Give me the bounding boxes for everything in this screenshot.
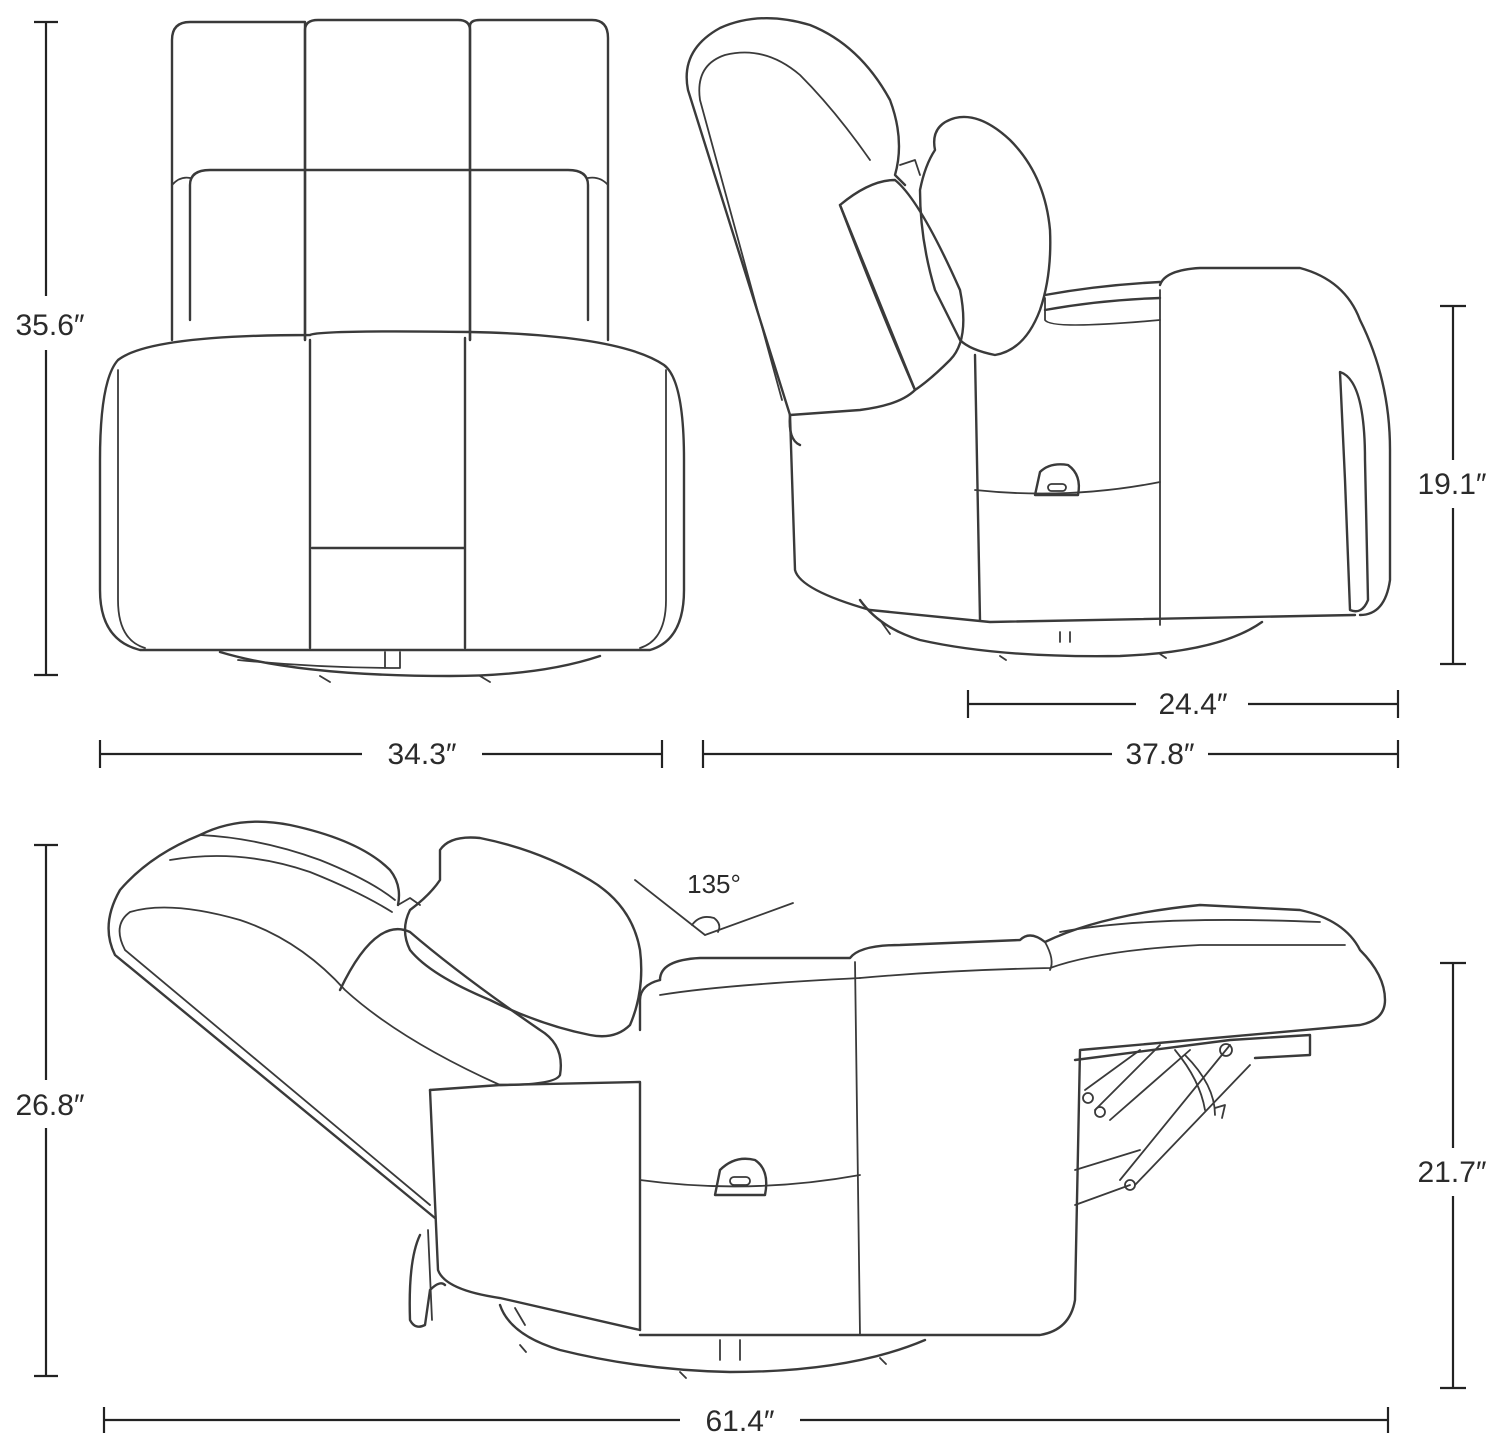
front-height-dimension: 35.6″ (15, 20, 85, 677)
side-seat-depth-dimension: 24.4″ (966, 688, 1400, 721)
side-view-chair (685, 17, 1392, 661)
footrest-height-label: 21.7″ (1417, 1156, 1486, 1189)
side-seat-height-dimension: 19.1″ (1417, 304, 1487, 666)
footrest-height-dimension: 21.7″ (1417, 961, 1487, 1390)
reclined-height-dimension: 26.8″ (15, 843, 85, 1378)
side-depth-dimension: 37.8″ (701, 738, 1400, 771)
front-width-dimension: 34.3″ (98, 738, 664, 771)
reclined-height-label: 26.8″ (15, 1089, 84, 1122)
side-depth-label: 37.8″ (1125, 738, 1194, 771)
reclined-length-label: 61.4″ (705, 1405, 774, 1438)
front-height-label: 35.6″ (15, 309, 84, 342)
front-width-label: 34.3″ (387, 738, 456, 771)
side-seat-height-label: 19.1″ (1417, 468, 1486, 501)
reclined-view-chair (107, 820, 1387, 1379)
side-seat-depth-label: 24.4″ (1158, 688, 1227, 721)
recline-angle-label: 135° (687, 869, 741, 899)
recline-angle-marker: 135° (634, 869, 794, 936)
reclined-length-dimension: 61.4″ (102, 1405, 1390, 1438)
front-view-chair (98, 18, 686, 683)
